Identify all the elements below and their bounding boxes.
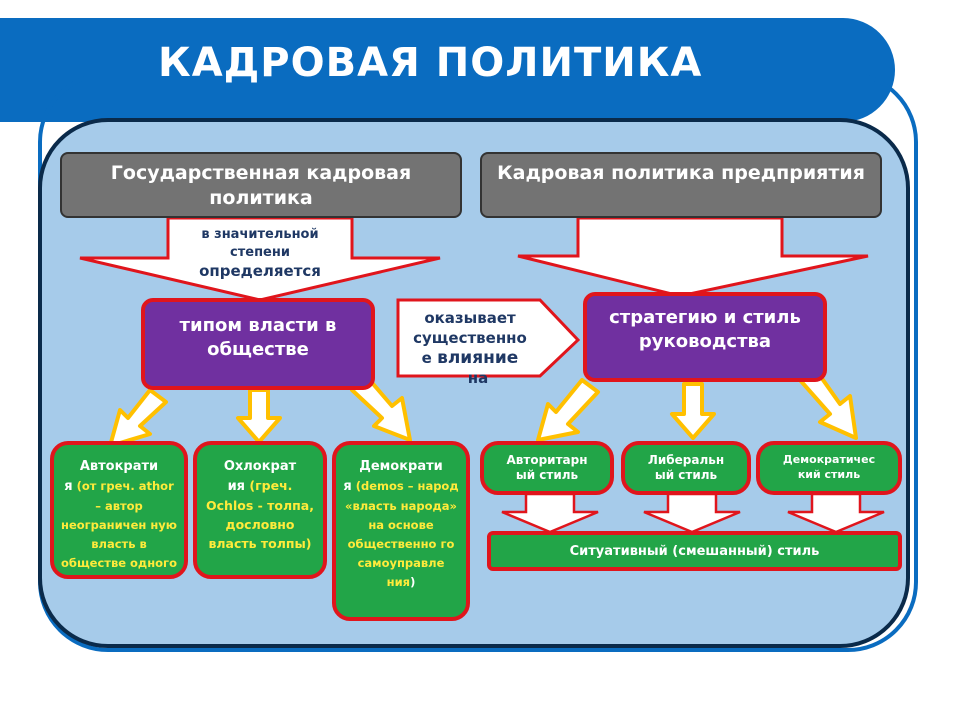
situational-style-box: Ситуативный (смешанный) стиль: [487, 531, 902, 571]
left-arrow-line2: степени: [230, 245, 290, 260]
democratic-style-line1: Демократичес: [782, 453, 876, 466]
autocracy-desc: (от греч. athor – автор неограничен ную …: [61, 479, 177, 570]
left-arrow-line3: определяется: [199, 262, 321, 280]
ochlocracy-desc: (греч. Ochlos - толпа, дословно власть т…: [206, 478, 314, 551]
middle-right-arrow: [396, 298, 581, 378]
autocracy-title-tail: я: [64, 479, 73, 494]
democratic-style-box: Демократичес кий стиль: [756, 441, 902, 495]
democracy-title: Демократи: [359, 459, 443, 474]
democracy-box: Демократи я (demos – народ «власть народ…: [332, 441, 470, 621]
power-type-box: типом власти в обществе: [141, 298, 375, 390]
white-arrow-1: [501, 492, 599, 534]
middle-arrow-line3b: влияние: [437, 348, 519, 368]
autocracy-box: Автократи я (от греч. athor – автор неог…: [50, 441, 188, 579]
left-arrow-line1: в значительной: [201, 227, 319, 242]
title-bar: [0, 18, 895, 122]
power-type-text: типом власти в обществе: [179, 315, 337, 360]
strategy-style-text: стратегию и стиль руководства: [609, 307, 801, 352]
democracy-desc: (demos – народ «власть народа» на основе…: [345, 479, 459, 589]
autocracy-title: Автократи: [79, 459, 159, 474]
authoritarian-style-box: Авторитарн ый стиль: [480, 441, 614, 495]
democracy-title-tail: я: [343, 479, 352, 494]
middle-arrow-label: оказывает существенно е влияние на: [400, 308, 540, 388]
yellow-arrow-left-1: [108, 388, 168, 448]
authoritarian-line2: ый стиль: [515, 468, 579, 482]
liberal-style-box: Либеральн ый стиль: [621, 441, 751, 495]
liberal-line1: Либеральн: [647, 453, 725, 467]
yellow-arrow-right-1: [536, 378, 600, 442]
ochlocracy-box: Охлократ ия (греч. Ochlos - толпа, досло…: [193, 441, 327, 579]
situational-style-text: Ситуативный (смешанный) стиль: [569, 544, 820, 559]
enterprise-header-overflow: (с: [578, 220, 599, 244]
middle-arrow-line3a: е: [421, 349, 438, 367]
page-title: КАДРОВАЯ ПОЛИТИКА: [158, 40, 703, 86]
state-policy-header: Государственная кадровая политика: [60, 152, 462, 218]
middle-arrow-line4: на: [467, 369, 489, 387]
left-arrow-label: в значительной степени определяется: [172, 226, 348, 280]
enterprise-policy-header: Кадровая политика предприятия: [480, 152, 882, 218]
authoritarian-line1: Авторитарн: [506, 453, 588, 467]
liberal-line2: ый стиль: [654, 468, 718, 482]
strategy-style-box: стратегию и стиль руководства: [583, 292, 827, 382]
middle-arrow-line1: оказывает: [424, 309, 516, 327]
white-arrow-3: [787, 492, 885, 534]
enterprise-policy-header-text: Кадровая политика предприятия: [497, 162, 865, 184]
left-down-arrow: [79, 216, 441, 302]
democracy-desc-close: ): [410, 575, 416, 589]
yellow-arrow-left-2: [236, 388, 282, 444]
middle-arrow-line2: существенно: [413, 329, 527, 347]
ochlocracy-title-tail: ия: [227, 479, 246, 494]
state-policy-header-text: Государственная кадровая политика: [110, 162, 412, 209]
yellow-arrow-right-2: [670, 382, 716, 440]
democratic-style-line2: кий стиль: [797, 468, 861, 481]
white-arrow-2: [643, 492, 741, 534]
right-down-arrow: [517, 216, 869, 298]
ochlocracy-title: Охлократ: [223, 459, 297, 474]
